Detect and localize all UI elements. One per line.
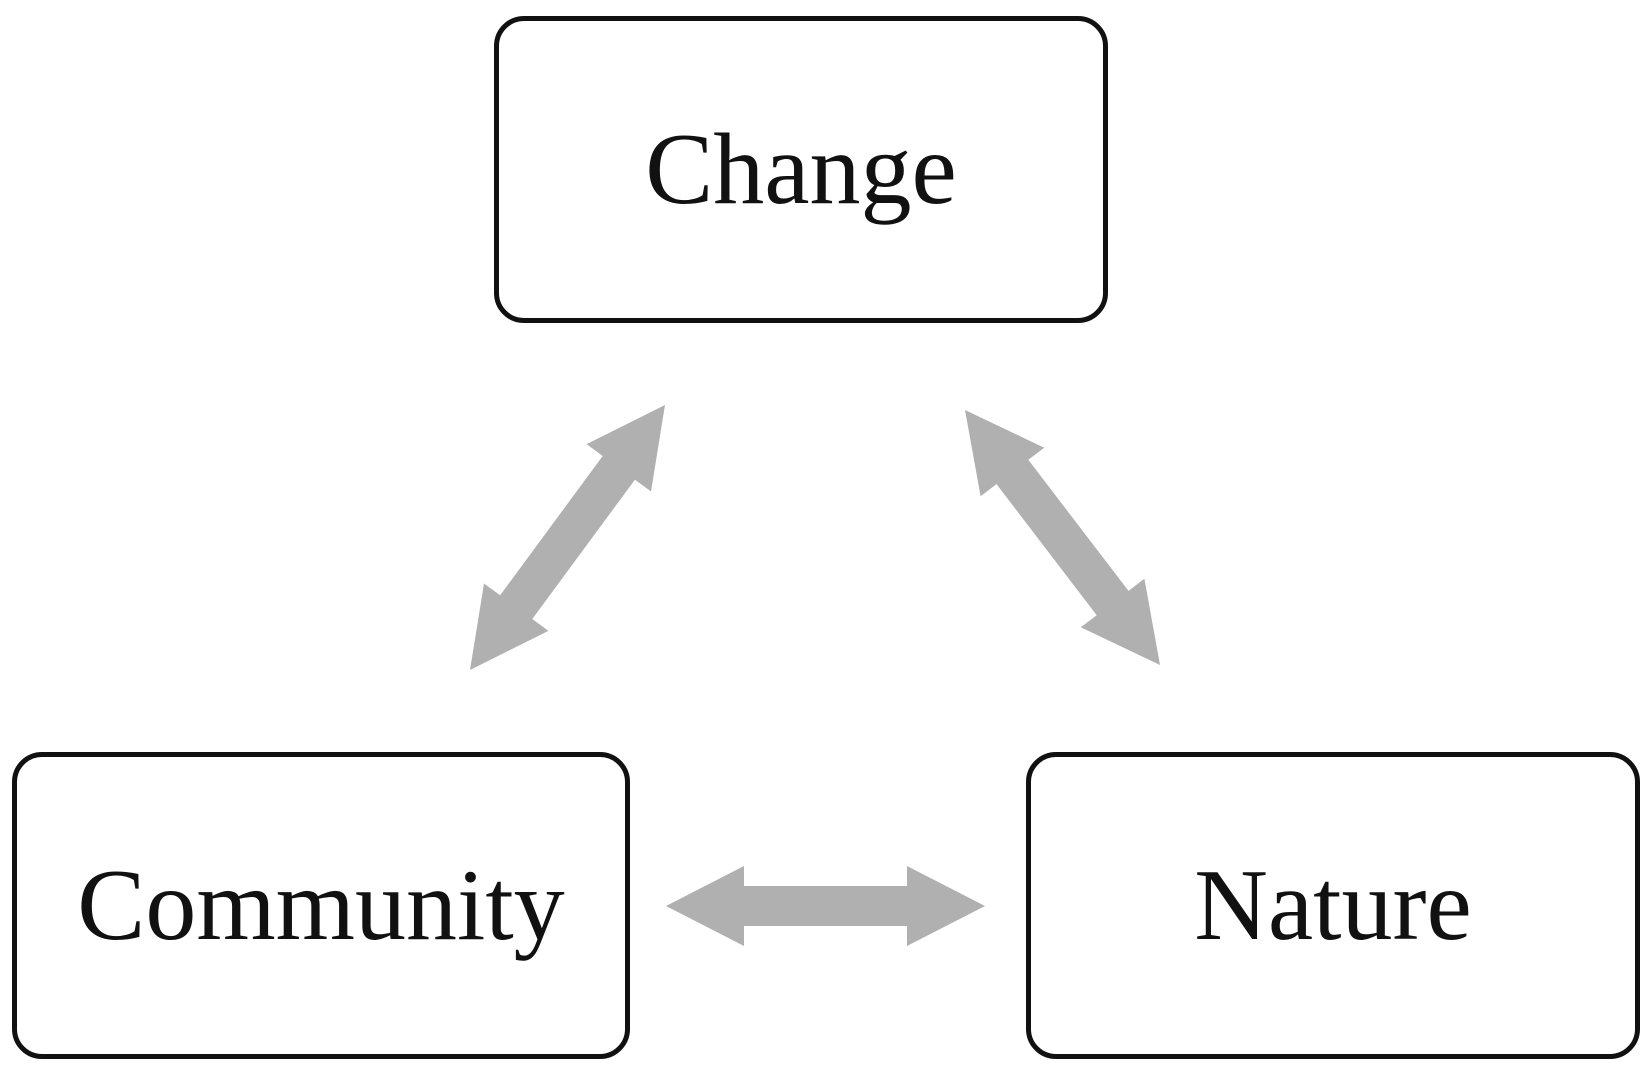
node-change-label: Change: [645, 112, 957, 226]
node-community: Community: [12, 752, 630, 1059]
node-change: Change: [494, 16, 1108, 323]
node-nature: Nature: [1026, 752, 1640, 1059]
arrow-community-change: [470, 405, 665, 670]
arrow-community-nature: [666, 866, 985, 946]
node-community-label: Community: [77, 848, 565, 962]
arrow-change-nature: [965, 410, 1160, 665]
node-nature-label: Nature: [1194, 848, 1472, 962]
